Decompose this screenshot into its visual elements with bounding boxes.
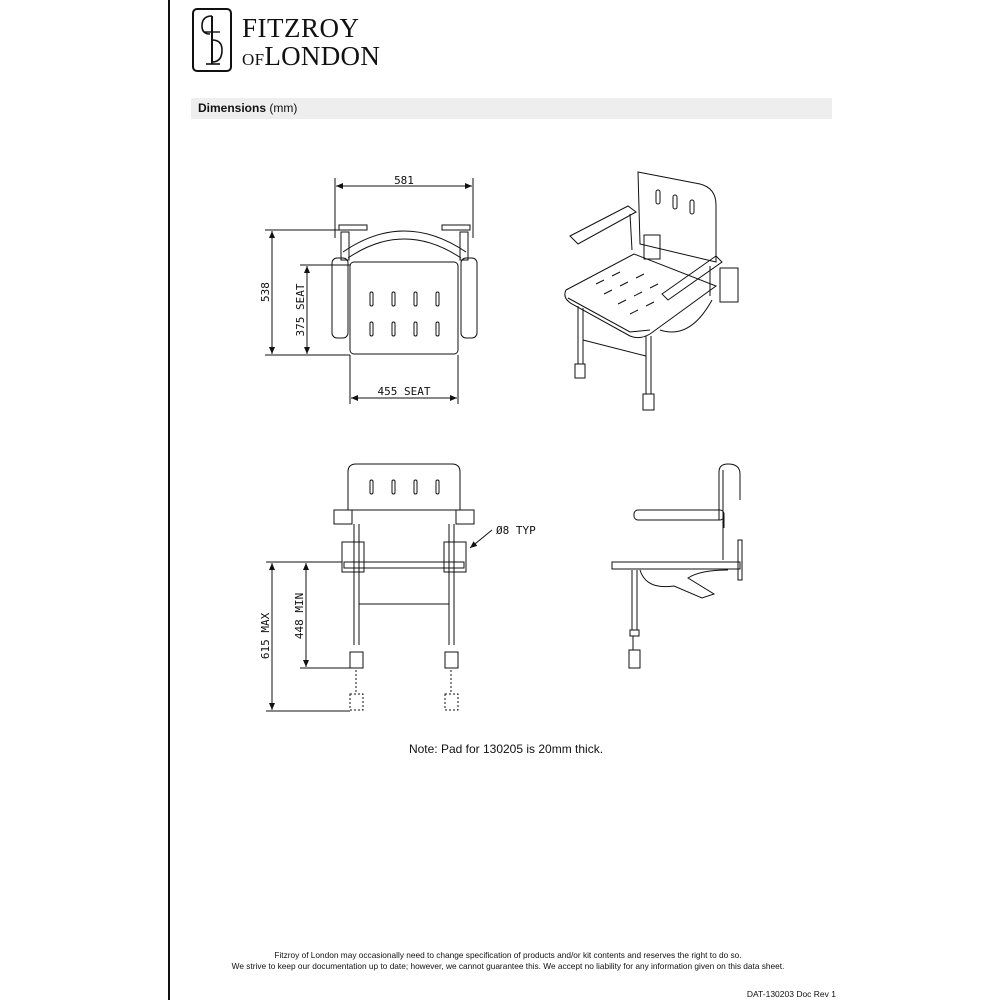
disclaimer-line1: Fitzroy of London may occasionally need … (274, 950, 742, 960)
doc-reference: DAT-130203 Doc Rev 1 (746, 989, 836, 999)
pad-note: Note: Pad for 130205 is 20mm thick. (408, 742, 604, 756)
dim-depth-overall: 538 (259, 282, 272, 302)
section-unit: (mm) (269, 101, 298, 115)
section-header: Dimensions (mm) (191, 98, 832, 119)
margin-rule (168, 0, 170, 1000)
brand-line2: OFLONDON (242, 42, 380, 74)
brand-logo: FITZROY OFLONDON (192, 8, 402, 74)
disclaimer: Fitzroy of London may occasionally need … (180, 950, 836, 971)
dim-width-overall: 581 (394, 174, 414, 187)
side-view-drawing (611, 463, 743, 669)
brand-line2-prefix: OF (242, 50, 265, 69)
top-view-drawing (265, 178, 478, 404)
dim-hole-diameter: Ø8 TYP (496, 524, 536, 537)
monogram-icon (192, 8, 232, 72)
brand-wordmark: FITZROY OFLONDON (242, 14, 380, 74)
disclaimer-line2: We strive to keep our documentation up t… (231, 960, 785, 971)
dim-height-max: 615 MAX (259, 612, 272, 659)
brand-line1: FITZROY (242, 13, 360, 43)
dim-height-min: 448 MIN (293, 593, 306, 639)
isometric-view-drawing (564, 171, 739, 411)
dim-seat-width: 455 SEAT (378, 385, 431, 398)
dim-seat-depth: 375 SEAT (294, 283, 307, 336)
brand-line2-main: LONDON (264, 41, 381, 71)
front-view-drawing (266, 463, 493, 712)
section-title: Dimensions (198, 101, 267, 115)
